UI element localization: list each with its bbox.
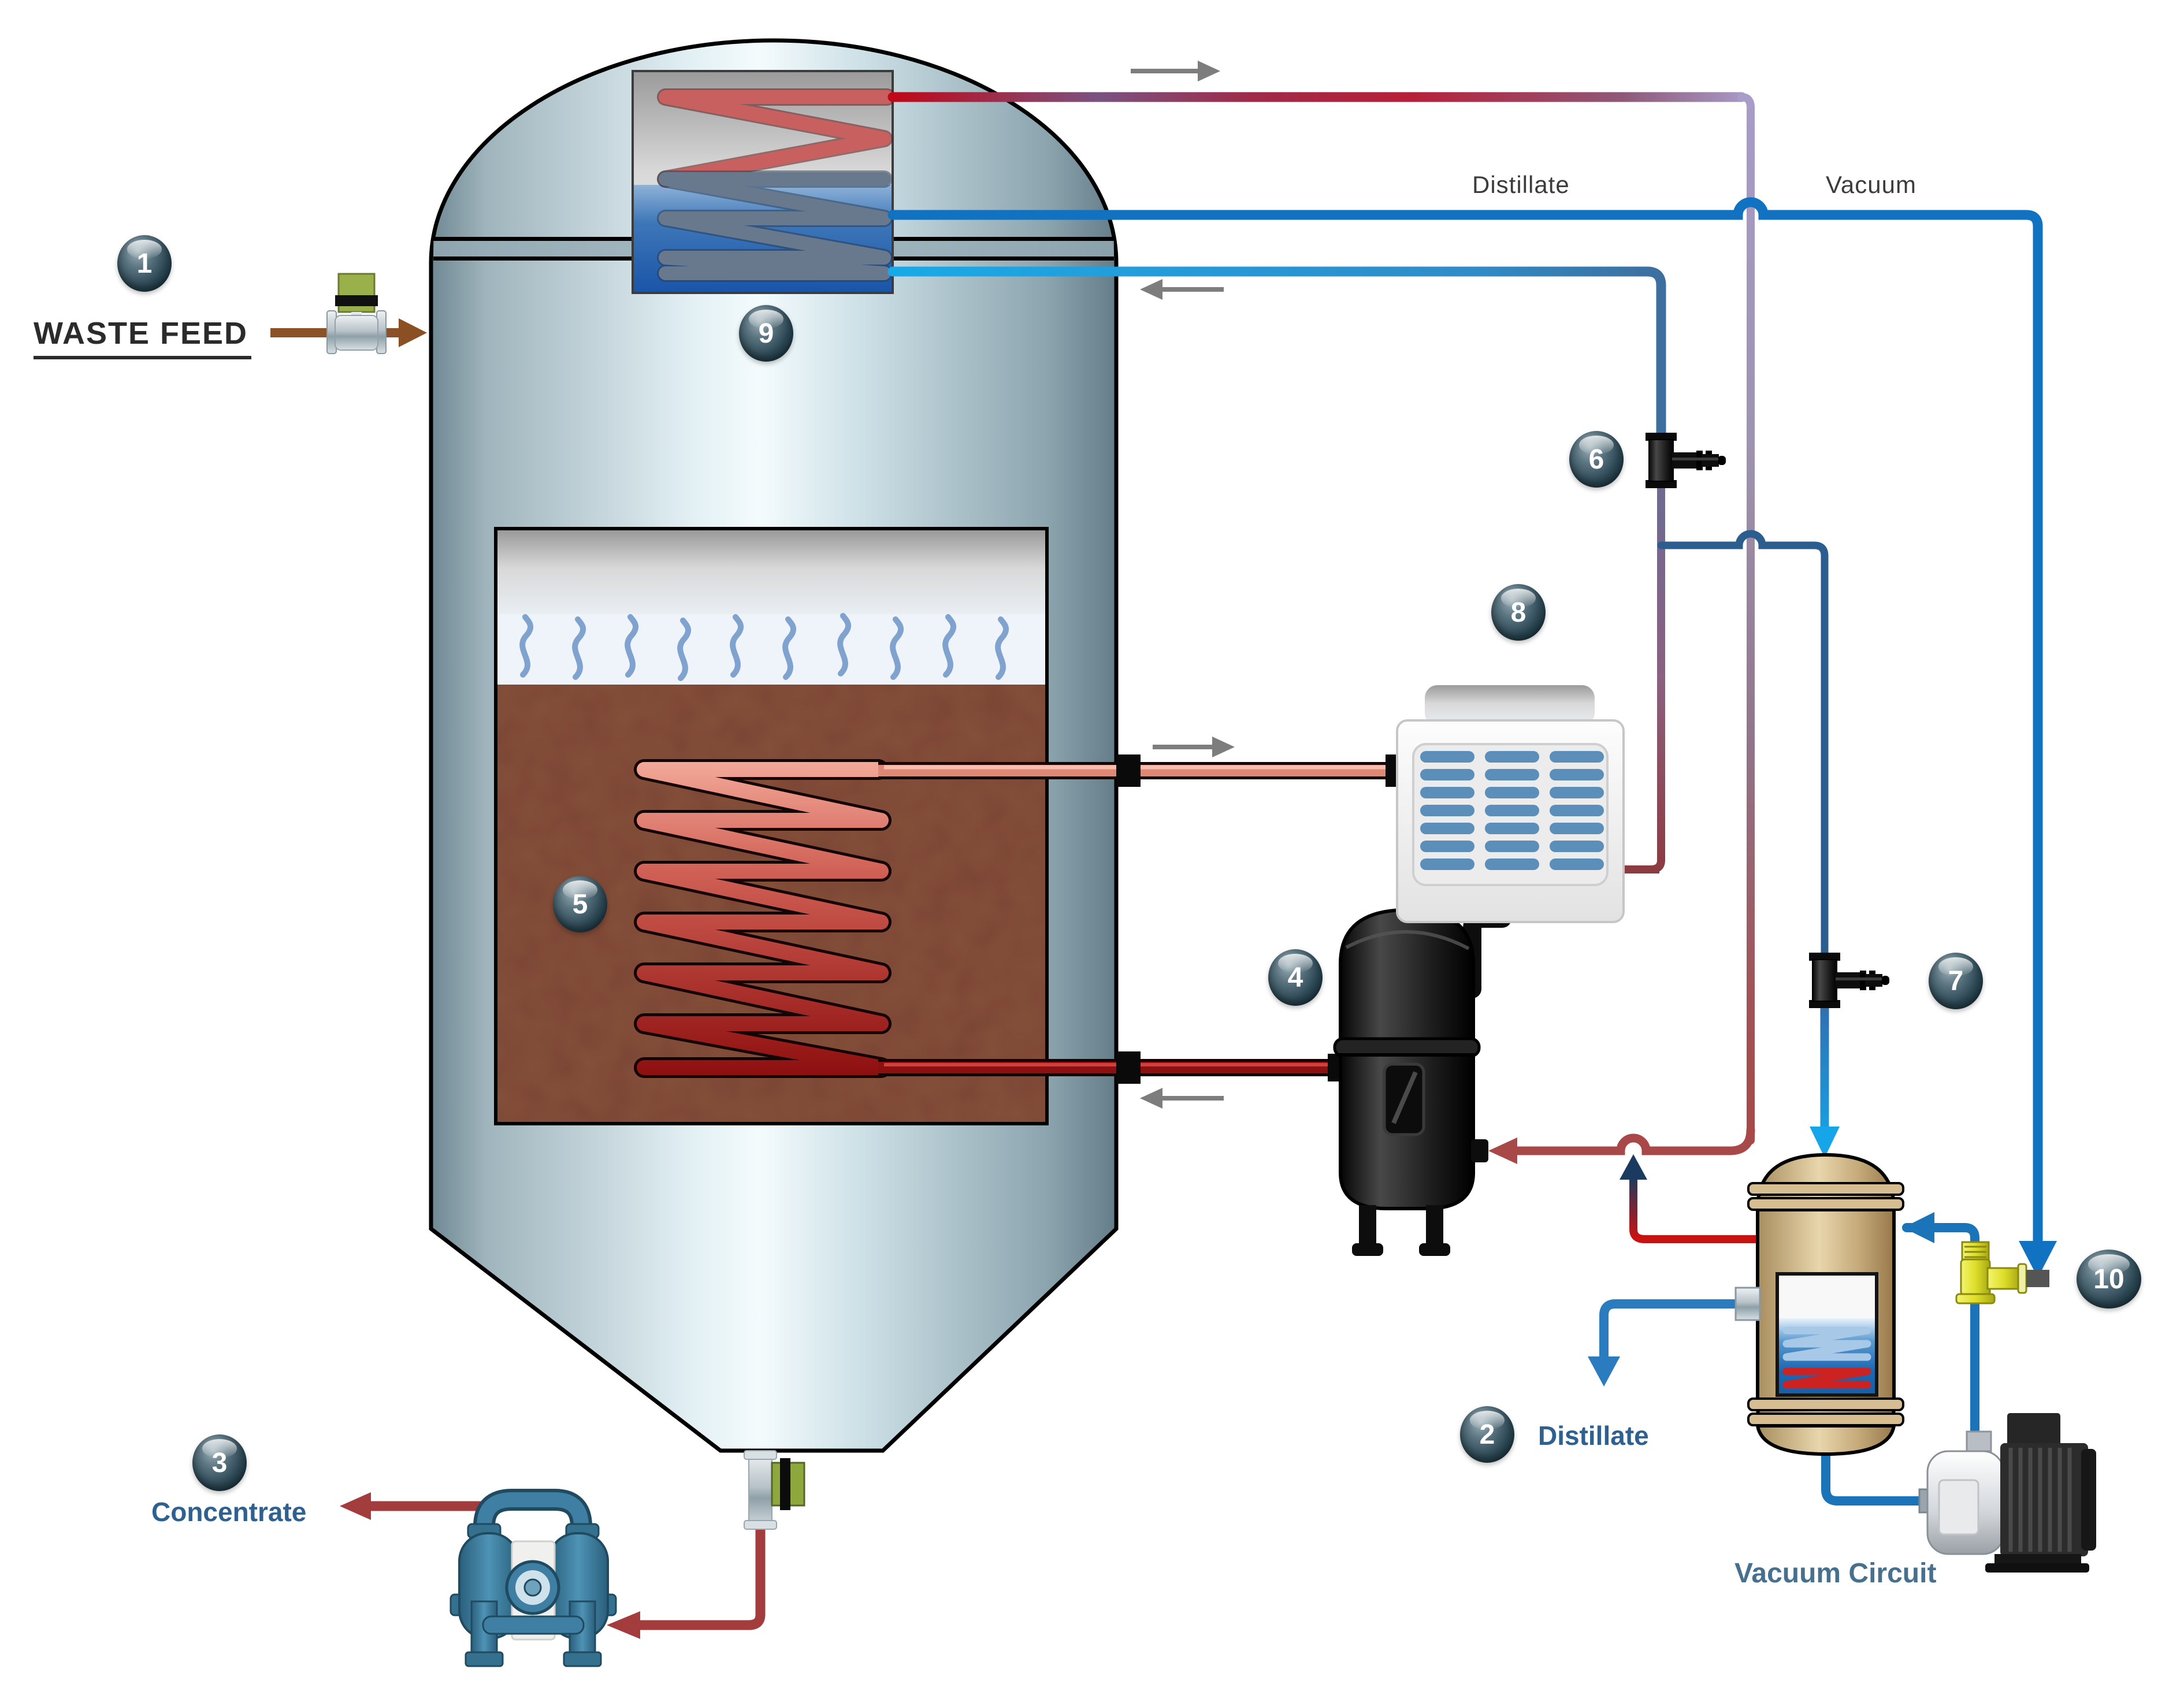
tee-valve-7 <box>1808 952 1890 1009</box>
label-concentrate: Concentrate <box>151 1497 307 1527</box>
label-waste-feed: WASTE FEED <box>34 315 252 359</box>
waste-feed-arrow <box>399 318 427 347</box>
tee-valve-6 <box>1645 432 1726 489</box>
badge-8: 8 <box>1491 584 1546 641</box>
badge-4: 4 <box>1268 949 1323 1006</box>
badge-2: 2 <box>1460 1406 1514 1463</box>
vacuum-down-arrow <box>2019 1241 2057 1278</box>
pipes <box>270 92 2043 1630</box>
badge-6: 6 <box>1569 431 1624 488</box>
badge-1: 1 <box>117 235 172 292</box>
badge-9: 9 <box>739 305 793 362</box>
diaphragm-pump <box>450 1489 617 1667</box>
condenser-cold-coil <box>657 170 893 282</box>
drain-valve <box>744 1450 805 1530</box>
pump-inlet-arrow <box>607 1611 640 1639</box>
air-cooled-condenser <box>1396 685 1659 923</box>
vacuum-pump <box>1918 1413 2096 1573</box>
relief-valve-nipple <box>2026 1270 2049 1287</box>
label-vacuum-top: Vacuum <box>1826 171 1916 198</box>
flow-arrows <box>340 318 2057 1639</box>
relief-valve <box>1955 1241 2049 1304</box>
label-vacuum-circuit: Vacuum Circuit <box>1734 1558 1937 1589</box>
badge-7: 7 <box>1929 953 1983 1009</box>
feed-valve <box>326 273 387 354</box>
label-distillate-top: Distillate <box>1472 171 1570 198</box>
receiver-coils <box>1782 1326 1871 1389</box>
boiling-chamber <box>494 527 1049 1125</box>
direction-arrows-gray <box>1131 61 1235 1109</box>
condenser-louvers <box>1420 751 1604 870</box>
condenser-hot-coil <box>657 88 896 188</box>
distillate-down-arrow <box>1588 1356 1620 1387</box>
into-receiver-arrow <box>1810 1127 1840 1158</box>
distillate-nozzle <box>1734 1287 1761 1321</box>
immersion-condenser <box>632 70 896 294</box>
heating-coil <box>634 759 892 1078</box>
badge-5: 5 <box>553 876 607 932</box>
label-distillate-out: Distillate <box>1538 1421 1649 1451</box>
badge-10: 10 <box>2077 1250 2141 1309</box>
concentrate-out-arrow <box>340 1492 371 1520</box>
condensate-receiver <box>1734 1153 1904 1456</box>
compressor-vessel <box>1333 908 1511 1256</box>
condensate-up-arrow <box>1620 1154 1647 1180</box>
badge-3: 3 <box>192 1434 247 1491</box>
into-compressor-arrow <box>1488 1138 1517 1164</box>
receiver-top-arrow <box>1903 1212 1934 1243</box>
thermal-pipes <box>878 754 1399 1084</box>
